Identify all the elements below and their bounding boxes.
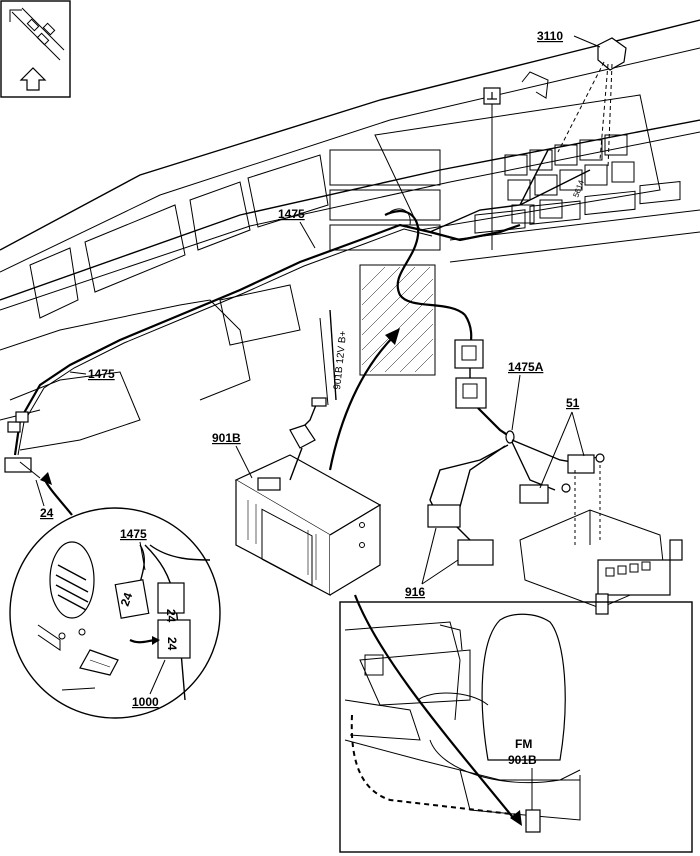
label-916: 916: [405, 585, 425, 599]
relay-tag: 5614: [571, 178, 586, 198]
label-1475-left: 1475: [88, 367, 115, 381]
orientation-inset: [0, 0, 71, 98]
harness-1475: 901B 12V B+: [4, 149, 591, 473]
control-unit: [519, 465, 683, 615]
zoom-detail-circle: 24 24 24: [9, 507, 221, 719]
label-1000: 1000: [132, 695, 159, 709]
label-1475-zoom: 1475: [120, 527, 147, 541]
ground-symbol-icon: [483, 87, 501, 250]
label-FM: FM: [515, 737, 532, 751]
relay-3110: [557, 35, 627, 169]
connector-24-a: 24: [118, 590, 136, 608]
connector-24-b: 24: [164, 609, 178, 623]
label-901B-seat: 901B: [508, 753, 537, 767]
connector-24-c: 24: [165, 637, 179, 651]
label-24: 24: [40, 506, 54, 520]
wire-tag: 901B 12V B+: [332, 330, 349, 390]
label-901B: 901B: [212, 431, 241, 445]
seat-detail-inset: [339, 601, 693, 853]
left-connector: [4, 411, 32, 473]
label-1475-top: 1475: [278, 207, 305, 221]
label-1475A: 1475A: [508, 360, 544, 374]
label-3110: 3110: [537, 29, 563, 43]
module-901B: [234, 424, 382, 596]
pointer-arrows: [19, 328, 522, 826]
connector-group-1475A: [427, 339, 605, 566]
callout-labels: 3110 1475 1475 1475A 51 901B 24 1475 100…: [35, 29, 585, 810]
orientation-arrow-icon: [9, 7, 65, 91]
label-51: 51: [566, 396, 580, 410]
dashboard: 5614: [0, 19, 700, 451]
